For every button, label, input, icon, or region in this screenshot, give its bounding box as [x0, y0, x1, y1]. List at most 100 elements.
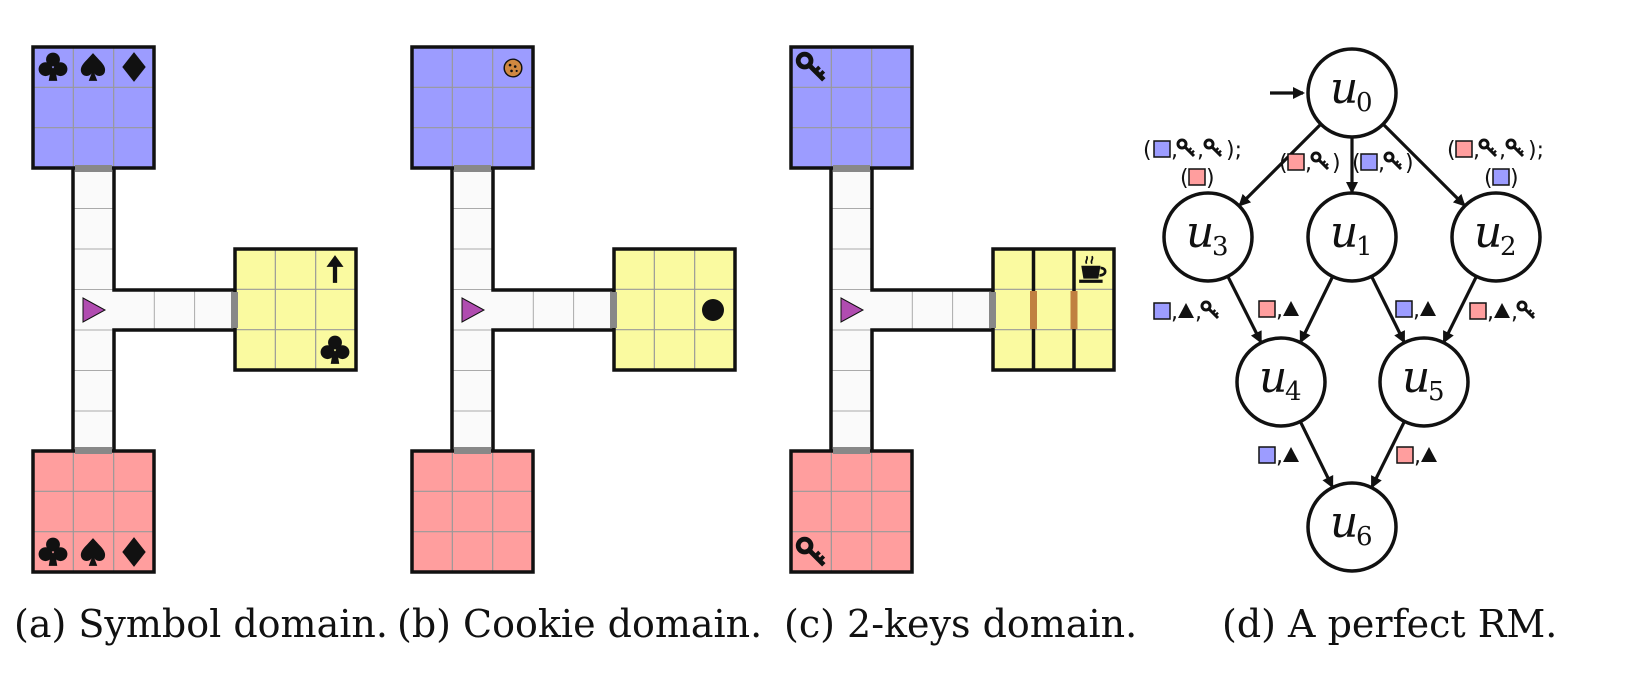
door-bottom: [833, 447, 870, 454]
node-label: u: [1330, 497, 1358, 548]
rm-node-u2: u2: [1450, 191, 1542, 283]
edge-u5-u6: [1370, 420, 1406, 489]
door-top: [75, 165, 112, 172]
caption-c: (c) 2-keys domain.: [784, 602, 1137, 646]
node-circle: [1378, 336, 1470, 428]
edge-u2-u5: [1442, 275, 1478, 344]
edge-u1-u4: [1299, 275, 1335, 344]
corridor-horizontal: [872, 290, 993, 330]
punctuation: (: [1143, 138, 1152, 163]
punctuation: );: [1528, 138, 1544, 163]
caption-b: (b) Cookie domain.: [397, 602, 762, 646]
punctuation: ,: [1197, 138, 1204, 163]
punctuation: ,: [1378, 151, 1385, 176]
caption-d: (d) A perfect RM.: [1222, 602, 1557, 646]
punctuation: ): [1206, 166, 1215, 191]
blue-square-icon: [1153, 302, 1171, 320]
key-icon: [1176, 138, 1196, 158]
blue-square-icon: [1492, 168, 1510, 186]
blue-square-icon: [1395, 300, 1413, 318]
punctuation: ,: [1276, 298, 1283, 323]
agent-triangle-icon: [82, 297, 107, 323]
triangle-icon: [1283, 301, 1299, 316]
node-subscript: 5: [1428, 377, 1445, 407]
corridor-walls: [829, 168, 993, 451]
red-room: [789, 449, 914, 574]
node-subscript: 3: [1212, 232, 1229, 262]
red-square-icon: [1258, 300, 1276, 318]
punctuation: ): [1510, 166, 1519, 191]
triangle-icon: [1494, 303, 1510, 318]
red-room-fill: [791, 451, 912, 572]
door-top: [454, 165, 491, 172]
triangle-icon: [1283, 447, 1299, 462]
punctuation: ,: [1305, 151, 1312, 176]
edge-u1-u5: [1370, 275, 1406, 344]
rm-node-u6: u6: [1306, 481, 1398, 573]
punctuation: ): [1405, 151, 1414, 176]
agent-triangle-icon: [840, 297, 865, 323]
punctuation: ,: [1171, 300, 1178, 325]
rm-node-u3: u3: [1162, 191, 1254, 283]
red-square-icon: [1396, 446, 1414, 464]
panel-a: [31, 45, 358, 574]
blue-square-icon: [1360, 153, 1378, 171]
punctuation: ,: [1171, 138, 1178, 163]
corridor-horizontal: [114, 290, 235, 330]
node-label: u: [1330, 207, 1358, 258]
node-circle: [1450, 191, 1542, 283]
node-circle: [1162, 191, 1254, 283]
punctuation: ,: [1276, 444, 1283, 469]
blue-square-icon: [1258, 446, 1276, 464]
door-top: [833, 165, 870, 172]
node-label: u: [1186, 207, 1214, 258]
punctuation: (: [1447, 138, 1456, 163]
red-square-icon: [1287, 153, 1305, 171]
panel-b: [410, 45, 737, 574]
node-subscript: 0: [1356, 88, 1373, 118]
locked-door: [1070, 291, 1078, 329]
punctuation: (: [1279, 151, 1288, 176]
triangle-icon: [1420, 301, 1436, 316]
node-circle: [1306, 47, 1398, 139]
door-bottom: [75, 447, 112, 454]
punctuation: ,: [1511, 300, 1518, 325]
punctuation: ,: [1473, 138, 1480, 163]
edge-u0-u3: [1238, 122, 1323, 207]
corridor-walls: [71, 168, 235, 451]
key-icon: [1200, 300, 1220, 320]
door-right: [231, 292, 238, 328]
node-subscript: 6: [1356, 522, 1373, 552]
door-right: [610, 292, 617, 328]
rm-node-u1: u1: [1306, 191, 1398, 283]
edge-u0-u2: [1381, 122, 1466, 207]
rm-node-u4: u4: [1235, 336, 1327, 428]
key-icon: [1505, 138, 1525, 158]
edge-u4-u6: [1298, 420, 1334, 489]
punctuation: ,: [1195, 300, 1202, 325]
node-subscript: 2: [1500, 232, 1517, 262]
node-circle: [1235, 336, 1327, 428]
node-label: u: [1259, 352, 1287, 403]
key-icon: [1310, 151, 1330, 171]
node-label: u: [1330, 63, 1358, 114]
cookie-icon: [503, 58, 523, 78]
red-square-icon: [1188, 168, 1206, 186]
triangle-icon: [1178, 303, 1194, 318]
key-icon: [1478, 138, 1498, 158]
corridor-walls: [450, 168, 614, 451]
blue-square-icon: [1153, 140, 1171, 158]
punctuation: (: [1484, 166, 1493, 191]
key-icon: [1383, 151, 1403, 171]
red-room-fill: [412, 451, 533, 572]
node-circle: [1306, 191, 1398, 283]
edge-u3-u4: [1226, 275, 1263, 344]
punctuation: ,: [1413, 298, 1420, 323]
grid-panels: [31, 45, 1116, 574]
locked-door: [1030, 291, 1037, 329]
rm-node-u5: u5: [1378, 336, 1470, 428]
node-label: u: [1402, 352, 1430, 403]
node-circle: [1306, 481, 1398, 573]
punctuation: ,: [1487, 300, 1494, 325]
